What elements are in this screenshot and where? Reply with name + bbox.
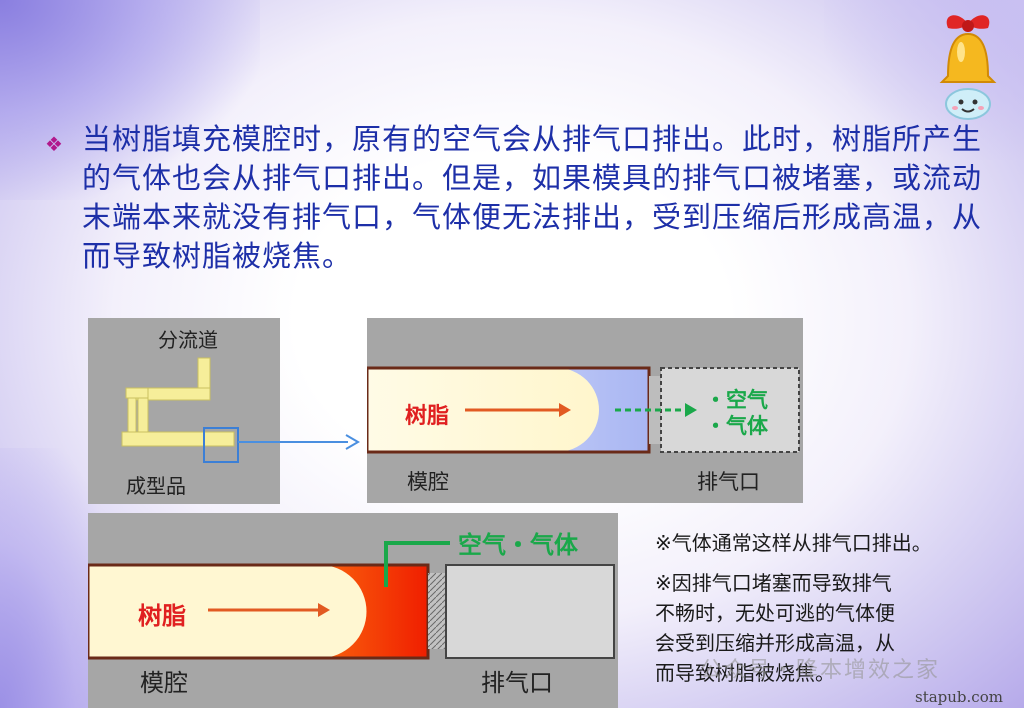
molded-part-label: 成型品 bbox=[126, 474, 186, 498]
note-blocked-line-1: ※因排气口堵塞而导致排气 bbox=[655, 571, 892, 595]
cavity-label-blocked: 模腔 bbox=[140, 669, 188, 697]
bell-icon bbox=[928, 8, 1008, 123]
note-normal-venting: ※气体通常这样从排气口排出。 bbox=[655, 531, 932, 555]
note-blocked-line-4: 而导致树脂被烧焦。 bbox=[655, 661, 835, 685]
vent-label-blocked: 排气口 bbox=[481, 669, 553, 697]
blocked-venting-diagram: 空气・气体 树脂 模腔 排气口 bbox=[88, 513, 618, 708]
watermark: 公众号・降本增效之家 bbox=[700, 658, 941, 683]
site-watermark: stapub.com bbox=[915, 688, 1003, 706]
air-label: ・空气 bbox=[705, 388, 768, 412]
resin-label-blocked: 树脂 bbox=[138, 602, 186, 630]
gas-label: ・气体 bbox=[705, 414, 768, 438]
air-gas-label: 空气・气体 bbox=[458, 531, 578, 559]
note-blocked-line-2: 不畅时，无处可逃的气体便 bbox=[655, 601, 895, 625]
bullet-icon: ❖ bbox=[45, 132, 63, 156]
runner-label: 分流道 bbox=[158, 328, 218, 352]
main-paragraph: 当树脂填充模腔时，原有的空气会从排气口排出。此时，树脂所产生的气体也会从排气口排… bbox=[82, 122, 983, 273]
note-blocked-line-3: 会受到压缩并形成高温，从 bbox=[655, 631, 895, 655]
background-corner-decoration bbox=[0, 0, 260, 200]
resin-label: 树脂 bbox=[405, 404, 450, 429]
vent-label: 排气口 bbox=[697, 470, 760, 494]
cavity-label: 模腔 bbox=[407, 470, 449, 494]
normal-venting-diagram: 树脂 ・空气 ・气体 模腔 排气口 bbox=[367, 318, 803, 503]
zoom-connector-arrow bbox=[238, 432, 360, 454]
molded-part-diagram: 分流道 成型品 bbox=[88, 318, 280, 504]
